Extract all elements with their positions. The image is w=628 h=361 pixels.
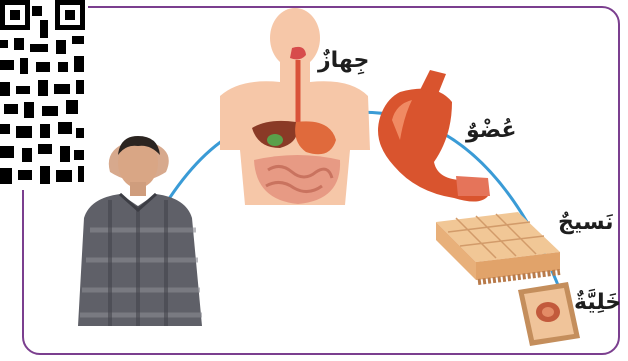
label-system: جِهازٌ [318,48,369,73]
tissue-illustration [436,212,560,282]
person-figure [78,136,202,326]
cell-illustration [518,282,580,346]
label-tissue: نَسيجٌ [558,210,613,235]
body-system-illustration [220,8,370,205]
label-cell: خَلِيَّةٌ [574,290,621,315]
qr-code [0,0,88,190]
label-organ: عُضْوٌ [466,118,517,143]
